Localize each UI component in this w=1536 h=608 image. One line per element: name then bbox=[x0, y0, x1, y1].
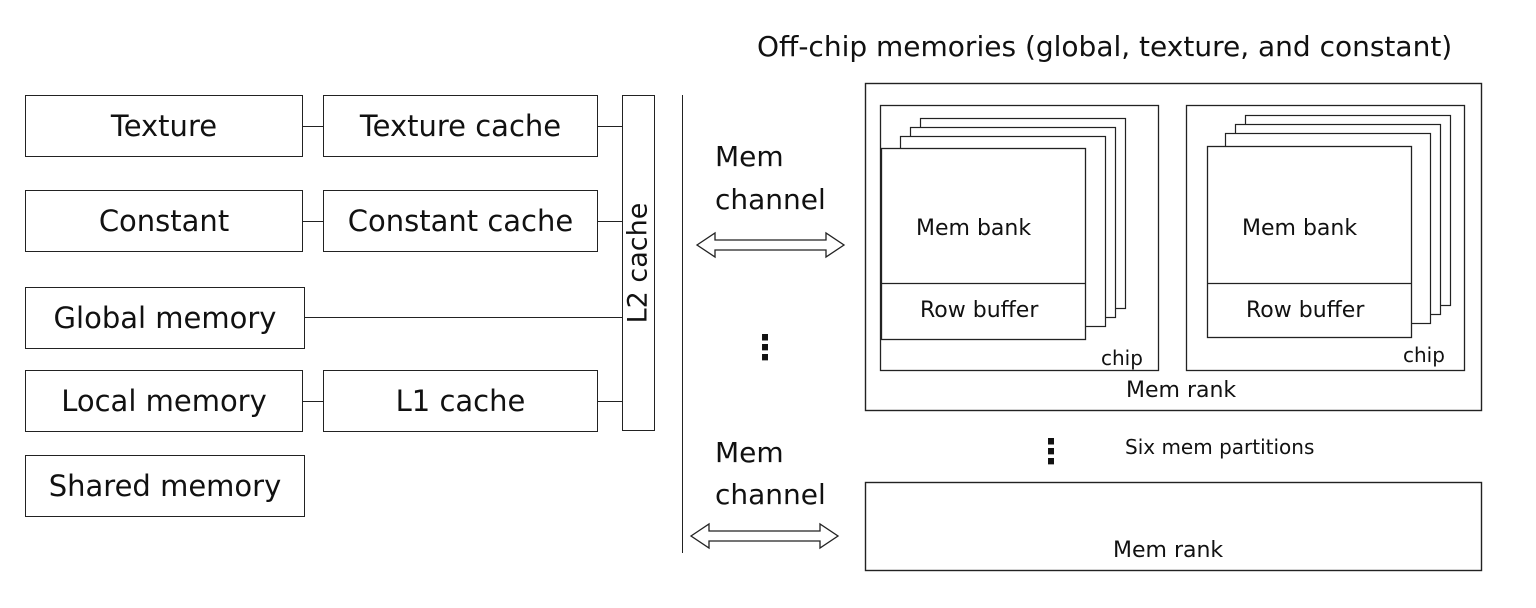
connector-constant bbox=[303, 221, 323, 223]
connector-global-l2 bbox=[305, 317, 622, 319]
local-memory-box: Local memory bbox=[25, 370, 303, 432]
mem-rank-2-label: Mem rank bbox=[1113, 538, 1224, 563]
l2-cache-box bbox=[622, 95, 655, 431]
mem-rank-1-box bbox=[864, 82, 1483, 412]
connector-texture bbox=[303, 126, 323, 128]
chip-1-box bbox=[879, 104, 1160, 372]
channel-1-label-mem: Mem bbox=[715, 140, 784, 173]
channel-2-label-mem: Mem bbox=[715, 436, 784, 469]
connector-local bbox=[303, 401, 323, 403]
chip-2-front bbox=[1206, 145, 1413, 339]
chip-2-mem-bank: Mem bank bbox=[1242, 216, 1358, 241]
channel-2-label-channel: channel bbox=[715, 478, 826, 511]
constant-box: Constant bbox=[25, 190, 303, 252]
divider-line bbox=[682, 95, 684, 553]
chip-1-row-buffer: Row buffer bbox=[920, 298, 1039, 323]
ellipsis-channels: ⋮ bbox=[748, 328, 782, 368]
channel-arrow-1 bbox=[695, 231, 846, 259]
mem-rank-2-box bbox=[864, 481, 1483, 572]
shared-memory-box: Shared memory bbox=[25, 455, 305, 517]
chip-2-row-buffer: Row buffer bbox=[1246, 298, 1365, 323]
ellipsis-partitions: ⋮ bbox=[1034, 432, 1068, 472]
texture-cache-box: Texture cache bbox=[323, 95, 598, 157]
six-mem-partitions-label: Six mem partitions bbox=[1125, 435, 1315, 459]
chip-1-mem-bank: Mem bank bbox=[916, 216, 1032, 241]
channel-1-label-channel: channel bbox=[715, 183, 826, 216]
constant-cache-box: Constant cache bbox=[323, 190, 598, 252]
mem-rank-1-label: Mem rank bbox=[1126, 378, 1237, 403]
texture-box: Texture bbox=[25, 95, 303, 157]
chip-1-label: chip bbox=[1101, 346, 1143, 370]
diagram-title: Off-chip memories (global, texture, and … bbox=[757, 30, 1453, 63]
global-memory-box: Global memory bbox=[25, 287, 305, 349]
chip-2-label: chip bbox=[1403, 343, 1445, 367]
chip-2-box bbox=[1185, 104, 1466, 372]
connector-constant-cache-l2 bbox=[598, 221, 622, 223]
chip-1-front bbox=[880, 147, 1087, 341]
connector-l1-l2 bbox=[598, 401, 622, 403]
l1-cache-box: L1 cache bbox=[323, 370, 598, 432]
channel-arrow-2 bbox=[689, 522, 840, 550]
connector-texture-cache-l2 bbox=[598, 126, 622, 128]
